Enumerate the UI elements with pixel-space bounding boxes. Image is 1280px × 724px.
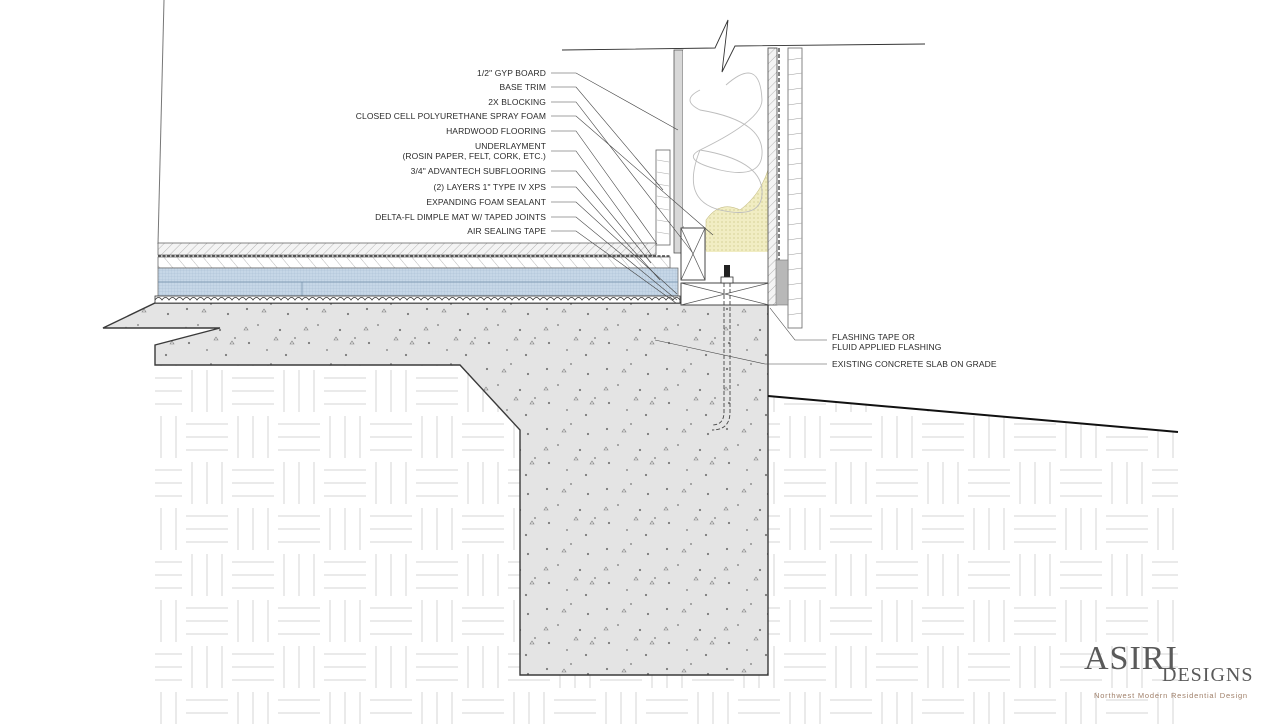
interior-wall-line [157,0,165,245]
callout-underlayment-note: (ROSIN PAPER, FELT, CORK, ETC.) [402,151,546,161]
callout-air-sealing-tape: AIR SEALING TAPE [467,226,546,236]
lap-siding [775,47,803,329]
callout-flashing-alt: FLUID APPLIED FLASHING [832,342,942,352]
floor-assembly [154,242,681,304]
base-trim [655,149,671,246]
advantech-subfloor [157,256,671,269]
callout-gyp-board: 1/2" GYP BOARD [477,68,546,78]
callout-flashing: FLASHING TAPE OR [832,332,915,342]
callout-foam-sealant: EXPANDING FOAM SEALANT [426,197,546,207]
callout-spray-foam: CLOSED CELL POLYURETHANE SPRAY FOAM [355,111,546,121]
break-line [561,19,926,73]
callout-2x-blocking: 2X BLOCKING [488,97,546,107]
brand-name-designs: DESIGNS [1162,664,1254,686]
gyp-board [673,49,684,254]
callout-dimple-mat: DELTA-FL DIMPLE MAT W/ TAPED JOINTS [375,212,546,222]
spray-foam [706,226,768,252]
wall-cavity [683,50,769,252]
hardwood-flooring [157,242,657,256]
callout-subflooring: 3/4" ADVANTECH SUBFLOORING [410,166,546,176]
brand-tagline: Northwest Modern Residential Design [1094,691,1248,700]
leader-lines [551,72,827,365]
callout-concrete-slab: EXISTING CONCRETE SLAB ON GRADE [832,359,997,369]
sheathing [767,47,780,306]
callout-xps: (2) LAYERS 1" TYPE IV XPS [433,182,546,192]
soil [155,365,1178,724]
brand-logo: ASIRI DESIGNS Northwest Modern Residenti… [1084,640,1274,701]
anchor-bolt [711,265,734,431]
callout-hardwood-flooring: HARDWOOD FLOORING [446,126,546,136]
bottom-plate [680,282,770,306]
grade-line [767,395,1179,433]
dimple-mat [154,295,681,304]
brand-name: ASIRI [1084,640,1178,677]
2x-blocking [680,227,706,281]
trim-board [775,259,789,306]
callout-underlayment: UNDERLAYMENT [475,141,546,151]
concrete-slab [102,302,769,676]
callout-base-trim: BASE TRIM [499,82,546,92]
